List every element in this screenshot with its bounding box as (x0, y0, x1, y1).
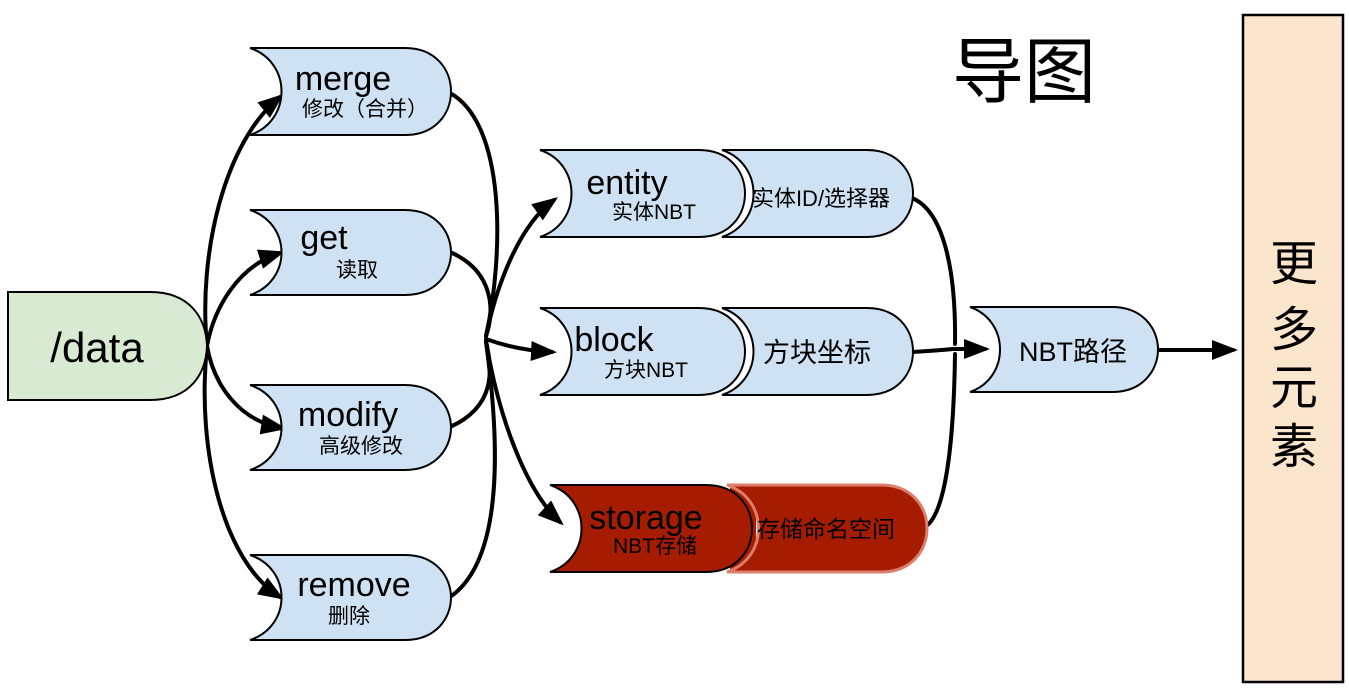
more-elements-char: 更 (1270, 238, 1318, 291)
edge-modify-to-hub (448, 339, 492, 429)
nbt-path-node: NBT路径 (969, 306, 1160, 393)
node-shape (249, 47, 453, 136)
more-elements-char: 多 (1270, 304, 1318, 357)
more-elements-bar: 更 多 元 素 (1241, 13, 1345, 684)
node-shape (249, 554, 453, 641)
edge-data-to-modify (205, 344, 287, 435)
target-node-storage: storage NBT存储 存储命名空间 (549, 483, 929, 574)
node-subtitle: 高级修改 (319, 435, 403, 458)
node-shape (549, 484, 754, 573)
node-label: modify (298, 396, 398, 434)
edge-data-to-remove (202, 344, 285, 600)
node-label: merge (295, 60, 391, 98)
target-node-block: block 方块NBT 方块坐标 (539, 307, 915, 396)
edge-hub-to-block (484, 337, 557, 362)
root-node-shape (7, 291, 209, 401)
node-subtitle: 实体NBT (612, 201, 696, 224)
node-arg-shape (721, 307, 915, 396)
edge-hub-to-entity (484, 197, 559, 338)
node-subtitle: 方块NBT (604, 359, 688, 382)
edge-data-to-get (205, 249, 285, 348)
target-node-entity: entity 实体NBT 实体ID/选择器 (539, 149, 915, 238)
node-subtitle: 删除 (328, 605, 370, 628)
edges (202, 91, 1238, 600)
edge-remove-to-hub (448, 340, 497, 599)
node-subtitle: 修改（合并） (302, 98, 428, 121)
more-elements-char: 元 (1270, 362, 1318, 415)
edge-block-to-hub2 (910, 347, 955, 354)
node-shape (249, 384, 453, 471)
node-label: NBT路径 (1019, 337, 1127, 367)
node-shape (539, 307, 747, 396)
diagram-title: 导图 (952, 33, 1096, 113)
node-shape (249, 209, 453, 296)
node-label: entity (586, 164, 667, 202)
node-arg-label: 方块坐标 (763, 338, 871, 368)
node-arg-shape (721, 149, 915, 238)
node-shape (539, 149, 747, 238)
node-subtitle: NBT存储 (613, 535, 697, 558)
node-subtitle: 读取 (336, 259, 378, 282)
more-elements-char: 素 (1270, 421, 1318, 474)
node-shape (969, 306, 1160, 393)
root-node-label: /data (50, 324, 144, 371)
edge-data-to-merge (203, 93, 284, 348)
edge-storage-to-hub2 (923, 352, 957, 529)
node-label: remove (297, 566, 410, 604)
node-label: storage (589, 499, 702, 537)
more-elements-rect (1241, 13, 1345, 684)
node-arg-label: 存储命名空间 (757, 516, 895, 542)
edge-get-to-hub (448, 250, 493, 338)
node-arg-label: 实体ID/选择器 (752, 186, 890, 211)
node-arg-shape (726, 483, 929, 574)
node-label: block (574, 321, 654, 359)
edge-hub-to-storage (484, 339, 564, 526)
root-node-data: /data (7, 291, 209, 401)
node-label: get (300, 219, 348, 257)
command-node-merge: merge 修改（合并） (249, 47, 453, 136)
command-node-remove: remove 删除 (249, 554, 453, 641)
command-node-get: get 读取 (249, 209, 453, 296)
edge-entity-to-hub2 (910, 196, 958, 346)
command-node-modify: modify 高级修改 (249, 384, 453, 471)
